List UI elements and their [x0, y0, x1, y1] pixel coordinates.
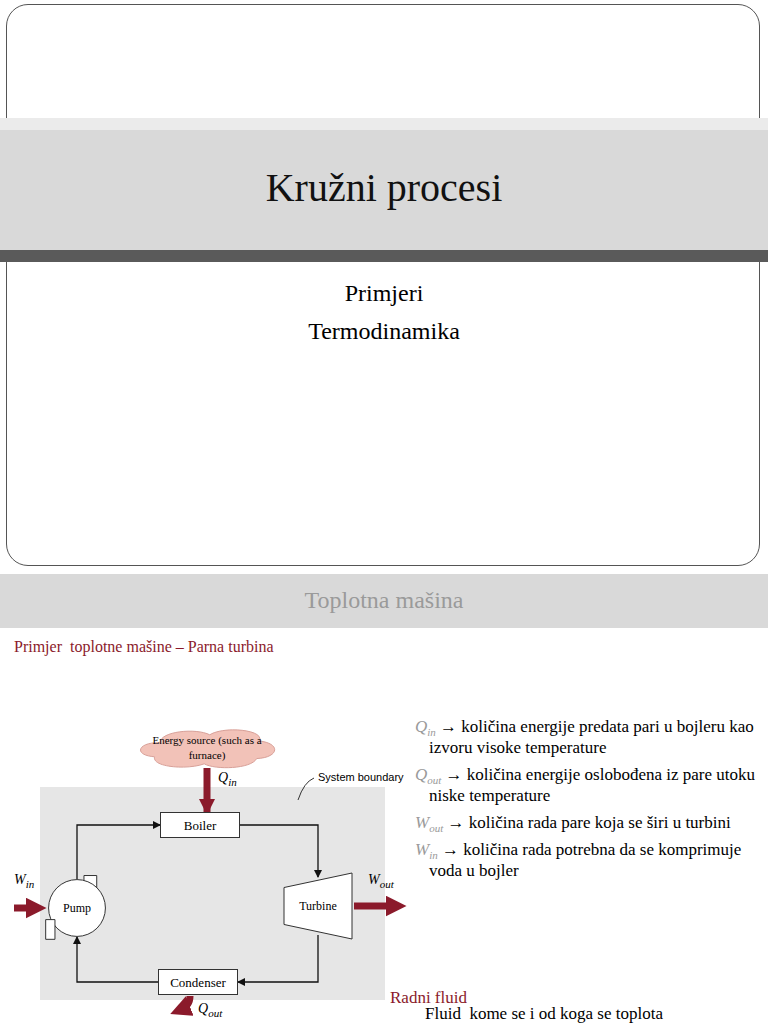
node-text-holder: Condenser [170, 975, 226, 990]
pump-circle [49, 880, 106, 937]
flow-connector [77, 825, 160, 879]
definition-text: → količina rada potrebna da se komprimuj… [429, 840, 741, 880]
definition-text: → količina rada pare koja se širi u turb… [447, 813, 730, 832]
node-outline [138, 726, 276, 770]
energy-source-cloud: Energy source (such as a furnace) [138, 726, 276, 770]
symbol-subscript: in [429, 849, 438, 861]
cloud-outline [141, 730, 275, 768]
leader-line [298, 778, 314, 800]
condenser-box: Condenser [158, 969, 238, 995]
work-out-arrow [354, 903, 396, 910]
node-label: Energy source (such as a furnace) [152, 733, 262, 763]
title-band-top [0, 118, 768, 130]
system-boundary: System boundaryBoilerPumpTurbineCondense… [40, 787, 385, 1000]
boiler-box: Boiler [160, 812, 240, 838]
symbol: Q [218, 770, 228, 785]
node-label: Boiler [184, 818, 217, 833]
symbol-subscript: out [429, 822, 443, 834]
node-text-holder: Energy source (such as a furnace) [152, 733, 262, 763]
heat-out-arrow [180, 996, 190, 1010]
symbol: W [368, 872, 380, 887]
heat-in-arrow [204, 768, 211, 812]
turbine-outline [284, 873, 352, 939]
node-text-holder: Turbine [299, 899, 337, 914]
slide-title: Kružni procesi [0, 164, 768, 212]
flow-connector [240, 825, 318, 877]
flow-symbol: Win [14, 872, 34, 888]
symbol: W [415, 813, 429, 832]
symbol: W [415, 840, 429, 859]
work-in-arrow [14, 905, 36, 912]
definition-row: Qout → količina energije oslobođena iz p… [415, 764, 760, 806]
definition-row: Wout → količina rada pare koja se širi u… [415, 812, 760, 833]
symbol: W [14, 872, 26, 887]
turbine-symbol: Turbine [284, 873, 352, 939]
section-heading: Primjer toplotne mašine – Parna turbina [14, 637, 754, 657]
pump-inlet [46, 920, 55, 940]
flow-symbol: Wout [368, 872, 394, 888]
slide-heading: Toplotna mašina [0, 585, 768, 615]
definition-row: Qin → količina energije predata pari u b… [415, 716, 760, 758]
symbol: Q [198, 1001, 208, 1016]
symbol: Q [415, 717, 427, 736]
flow-symbol: Qin [218, 770, 237, 786]
symbol-subscript: in [26, 878, 35, 890]
node-label: Turbine [299, 899, 337, 914]
symbol-subscript: in [427, 726, 436, 738]
symbol-subscript: out [380, 878, 394, 890]
flow-connector [238, 935, 318, 982]
definition-text: → količina energije oslobođena iz pare u… [429, 765, 755, 805]
subtitle: Termodinamika [0, 316, 768, 346]
body-text: Fluid kome se i od koga se toplota [425, 1005, 760, 1023]
flow-connector [77, 937, 158, 982]
node-label: Pump [63, 901, 91, 916]
symbol-subscript: out [427, 774, 441, 786]
definition-text: → količina energije predata pari u bojle… [429, 717, 754, 757]
node-text-holder: Pump [63, 901, 91, 916]
definition-list: Qin → količina energije predata pari u b… [415, 716, 760, 887]
definition-row: Win → količina rada potrebna da se kompr… [415, 839, 760, 881]
symbol-subscript: in [228, 776, 237, 788]
symbol-subscript: out [208, 1007, 222, 1019]
node-label: Condenser [170, 975, 226, 990]
flow-symbol: Qout [198, 1001, 222, 1017]
subtitle: Primjeri [0, 278, 768, 308]
pump-symbol: Pump [48, 879, 106, 937]
node-text-holder: Boiler [184, 818, 217, 833]
symbol: Q [415, 765, 427, 784]
title-bar [0, 250, 768, 262]
boundary-label: System boundary [318, 771, 404, 783]
